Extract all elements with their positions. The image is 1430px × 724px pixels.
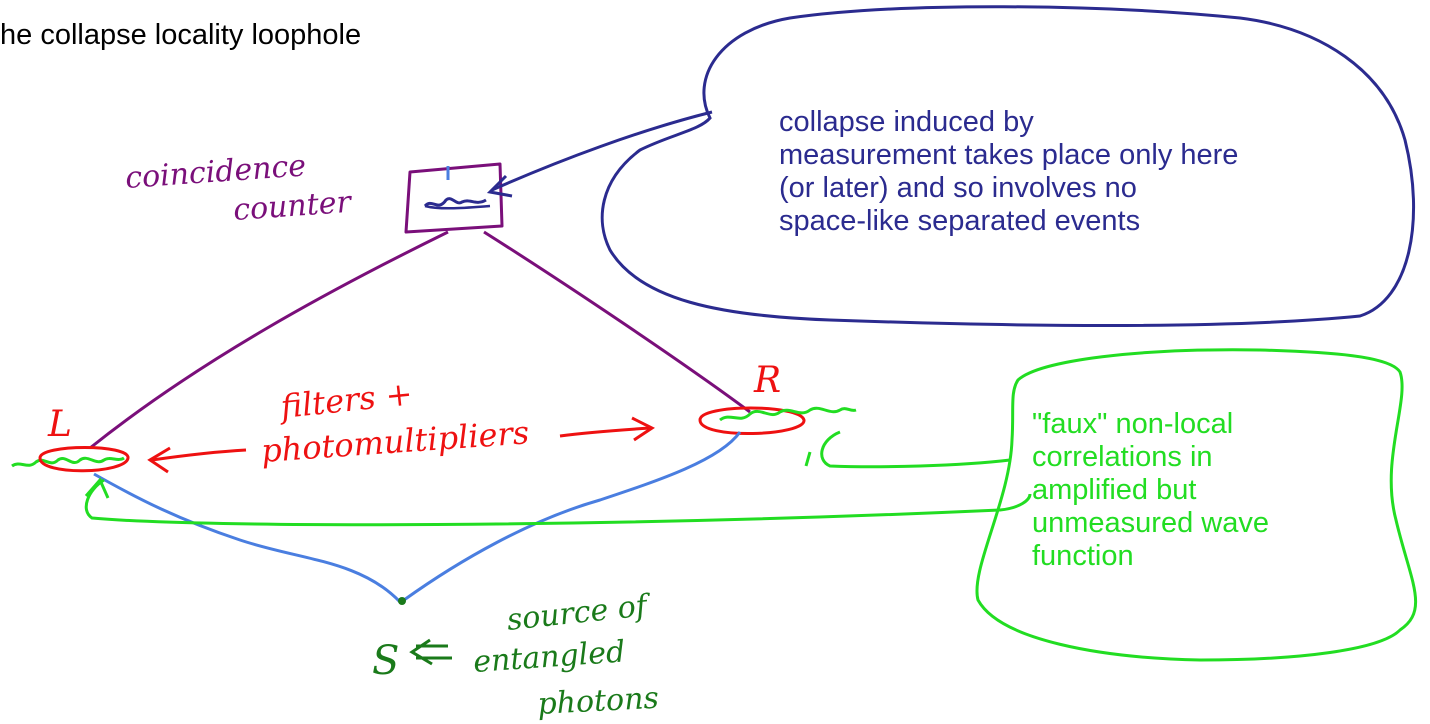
left-detector-label: L <box>47 404 72 445</box>
collapse-bubble-outline <box>600 5 1416 327</box>
source-label: S <box>372 638 399 684</box>
collapse-text-line4: space-like separated events <box>779 205 1141 237</box>
collapse-bubble-text: collapse induced by measurement takes pl… <box>779 106 1238 238</box>
filters-arrowhead-right <box>631 416 655 442</box>
path-counter-to-R <box>483 230 751 414</box>
faux-text-line2: correlations in <box>1032 441 1213 473</box>
collapse-text-line1: collapse induced by <box>779 106 1034 138</box>
source-dot <box>398 597 406 605</box>
coincidence-counter-box <box>404 162 504 234</box>
collapse-arrow <box>491 110 713 192</box>
source-desc-line2: entangled <box>472 634 626 680</box>
faux-text-line1: "faux" non-local <box>1032 408 1234 440</box>
faux-text-line3: amplified but <box>1032 474 1197 506</box>
collapse-text-line2: measurement takes place only here <box>779 139 1239 171</box>
faux-connector-left-head <box>84 477 110 499</box>
faux-connector-right-tail <box>804 451 812 467</box>
faux-bubble-outline <box>975 348 1418 662</box>
faux-connector-left <box>84 478 1032 527</box>
faux-bubble-text: "faux" non-local correlations in amplifi… <box>1032 408 1269 573</box>
photon-path-to-R <box>403 431 742 602</box>
filters-label-line1: filters + <box>277 374 414 426</box>
collapse-arrowhead <box>486 174 513 198</box>
source-desc-line1: source of <box>505 588 653 638</box>
faux-text-line5: function <box>1032 540 1134 572</box>
source-desc-line3: photons <box>537 681 660 722</box>
faux-connector-right <box>820 430 1011 469</box>
collapse-text-line3: (or later) and so involves no <box>779 172 1137 204</box>
right-detector <box>698 406 857 435</box>
filters-arrowhead-left <box>147 446 171 474</box>
photon-path-to-L <box>93 472 402 604</box>
filters-arrow-right <box>559 426 651 438</box>
coincidence-label-line2: counter <box>232 185 353 228</box>
filters-arrow-left <box>151 448 247 462</box>
diagram-title: he collapse locality loophole <box>0 19 361 51</box>
faux-text-line4: unmeasured wave <box>1032 507 1269 539</box>
right-detector-label: R <box>753 360 781 401</box>
source-arrow <box>409 638 452 666</box>
left-detector <box>11 446 130 473</box>
path-counter-to-L <box>89 230 449 450</box>
